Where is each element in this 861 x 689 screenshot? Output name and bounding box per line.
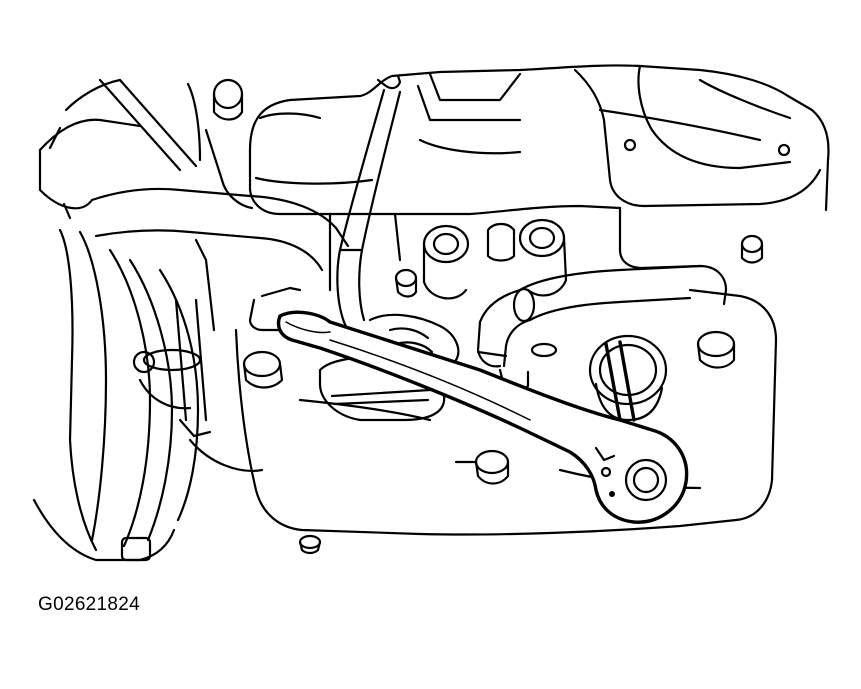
engine-block — [248, 64, 830, 216]
left-pulley — [32, 228, 264, 562]
sensor-cable — [336, 74, 402, 348]
socket-opening — [588, 334, 668, 422]
left-hose — [38, 78, 350, 272]
ratchet-wrench — [276, 310, 689, 524]
breather-hose — [476, 264, 728, 392]
head-lower — [328, 206, 764, 300]
lower-housing — [234, 286, 778, 555]
figure-id-label: G02621824 — [38, 594, 141, 615]
